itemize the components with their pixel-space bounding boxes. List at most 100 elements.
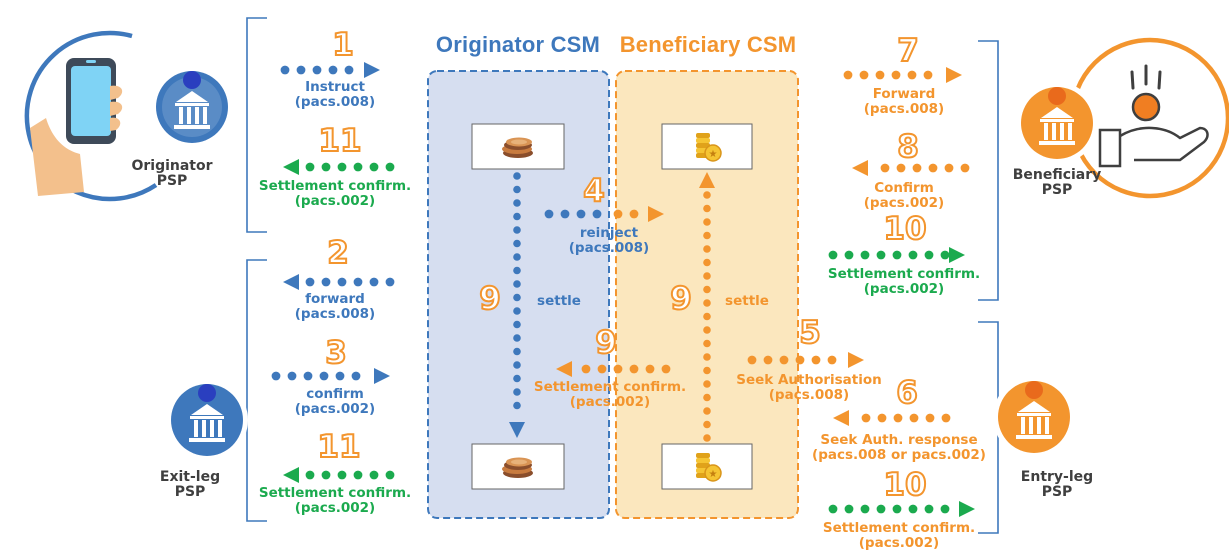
arrow-dot — [703, 326, 711, 334]
entry-leg-psp-bank-icon — [993, 376, 1075, 458]
arrow-dot — [795, 355, 805, 365]
arrow-head — [283, 467, 299, 483]
arrow-dot — [513, 212, 521, 221]
step-10-arrow — [828, 247, 965, 263]
arrow-dot — [925, 413, 935, 423]
arrow-dot — [844, 250, 854, 260]
arrow-dot — [305, 162, 315, 172]
arrow-dot — [907, 70, 917, 80]
arrow-dot — [328, 65, 338, 75]
arrow-dot — [876, 504, 886, 514]
step-8-label: Confirm(pacs.002) — [863, 180, 945, 211]
arrow-dot — [335, 371, 345, 381]
step-number: 10 — [882, 467, 927, 503]
step-10-label: Settlement confirm.(pacs.002) — [827, 266, 981, 297]
step-number: 8 — [896, 129, 920, 165]
step-9-settle-beneficiary-label: settle — [725, 293, 769, 309]
arrow-dot — [513, 388, 521, 396]
arrow-dot — [337, 162, 347, 172]
step-5-label: Seek Authorisation(pacs.008) — [736, 372, 882, 403]
step-9-settlement-confirm-label: Settlement confirm.(pacs.002) — [533, 379, 687, 410]
arrow-dot — [513, 185, 521, 194]
step-number: 5 — [798, 315, 822, 351]
arrow-dot — [513, 361, 521, 369]
step-number: 9 — [478, 281, 502, 317]
step-number: 10 — [882, 211, 927, 247]
arrow-dot — [828, 504, 838, 514]
arrow-head — [283, 274, 299, 290]
step-number: 9 — [594, 325, 618, 361]
step-1-label: Instruct(pacs.008) — [294, 79, 376, 110]
arrow-dot — [513, 347, 521, 356]
arrow-dot — [576, 209, 586, 219]
step-9-settle-originator-label: settle — [537, 293, 581, 309]
arrow-dot — [941, 413, 951, 423]
arrow-dot — [353, 162, 363, 172]
arrow-dot — [703, 231, 711, 240]
arrow-dot — [893, 413, 903, 423]
arrow-dot — [896, 163, 906, 173]
step-number: 6 — [895, 375, 919, 411]
step-4-arrow-blue — [544, 209, 602, 219]
beneficiary-psp-bank-icon — [1016, 82, 1098, 164]
arrow-dot — [940, 504, 950, 514]
arrow-dot — [859, 70, 869, 80]
arrow-dot — [613, 209, 623, 219]
arrow-dot — [581, 364, 591, 374]
arrow-dot — [321, 277, 331, 287]
arrow-dot — [344, 65, 354, 75]
arrow-dot — [703, 366, 711, 375]
arrow-dot — [385, 277, 395, 287]
arrow-dot — [353, 277, 363, 287]
arrow-dot — [592, 209, 602, 219]
arrow-dot — [843, 70, 853, 80]
arrow-dot — [513, 320, 521, 329]
step-3-label: confirm(pacs.002) — [294, 386, 376, 417]
arrow-dot — [747, 355, 757, 365]
step-8-arrow — [852, 160, 970, 176]
arrow-dot — [369, 162, 379, 172]
step-2-label: forward(pacs.008) — [294, 291, 376, 322]
arrow-dot — [296, 65, 306, 75]
arrow-dot — [321, 162, 331, 172]
arrow-dot — [513, 374, 521, 383]
beneficiary-csm-header: Beneficiary CSM — [619, 32, 797, 57]
arrow-dot — [703, 312, 711, 321]
arrow-dot — [811, 355, 821, 365]
step-4-arrow-orange — [613, 206, 664, 222]
arrow-dot — [513, 253, 521, 261]
arrow-dot — [827, 355, 837, 365]
step-9-settle-beneficiary-arrow — [699, 172, 715, 442]
arrow-dot — [305, 470, 315, 480]
arrow-dot — [703, 191, 711, 199]
arrow-head — [946, 67, 962, 83]
arrow-dot — [844, 504, 854, 514]
beneficiary-coin-box-top — [661, 123, 753, 170]
arrow-dot — [513, 226, 521, 234]
step-9-confirm-arrow — [556, 361, 671, 377]
arrow-dot — [321, 470, 331, 480]
arrow-dot — [271, 371, 281, 381]
arrow-head — [852, 160, 868, 176]
step-number: 3 — [324, 335, 348, 371]
arrow-head — [283, 159, 299, 175]
arrow-head — [949, 247, 965, 263]
arrow-dot — [940, 250, 950, 260]
originator-psp-bank-icon — [151, 66, 233, 148]
arrow-dot — [892, 250, 902, 260]
arrow-dot — [597, 364, 607, 374]
arrow-dot — [944, 163, 954, 173]
step-number: 11 — [316, 429, 361, 465]
arrow-head — [509, 422, 525, 438]
arrow-head — [848, 352, 864, 368]
originator-csm-header: Originator CSM — [435, 32, 601, 57]
arrow-dot — [908, 250, 918, 260]
arrow-dot — [703, 353, 711, 361]
arrow-dot — [928, 163, 938, 173]
arrow-dot — [828, 250, 838, 260]
arrow-dot — [513, 334, 521, 342]
